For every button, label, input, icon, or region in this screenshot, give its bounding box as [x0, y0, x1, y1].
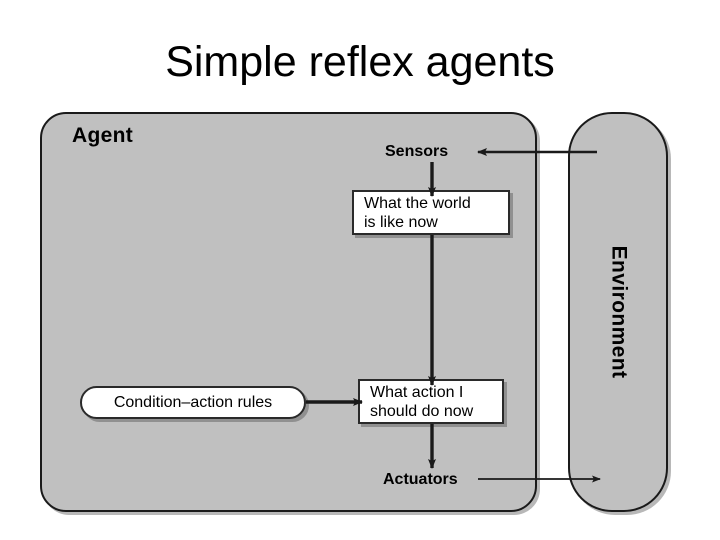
node-world-state: What the world is like now [352, 190, 510, 235]
agent-label: Agent [72, 124, 133, 147]
node-world-state-label: What the world is like now [364, 194, 471, 231]
agent-container-box [40, 112, 537, 512]
node-action-choice-label: What action I should do now [370, 383, 474, 420]
actuators-label: Actuators [383, 471, 458, 488]
node-condition-action-rules-label: Condition–action rules [113, 393, 273, 411]
node-condition-action-rules: Condition–action rules [80, 386, 306, 419]
environment-container-box [568, 112, 668, 512]
page-title: Simple reflex agents [165, 38, 555, 86]
sensors-label: Sensors [385, 143, 449, 160]
node-action-choice: What action I should do now [358, 379, 504, 424]
